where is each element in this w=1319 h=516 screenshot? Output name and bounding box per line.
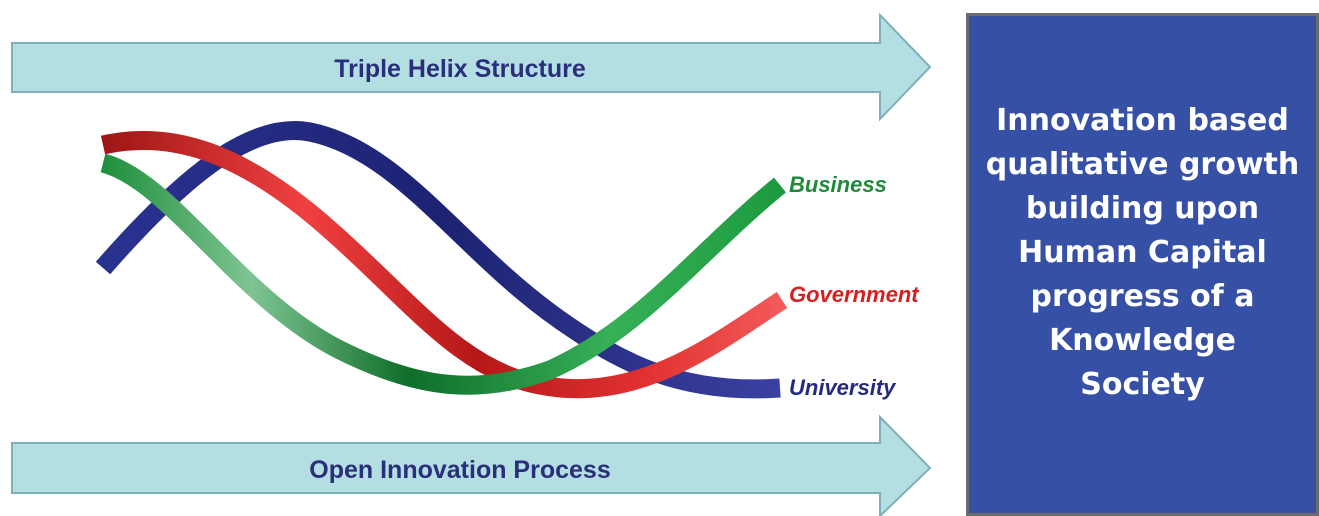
open-innovation-arrow: Open Innovation Process bbox=[11, 414, 932, 516]
helix-strands bbox=[95, 121, 788, 399]
university-label: University bbox=[789, 375, 897, 400]
government-strand bbox=[100, 130, 788, 399]
business-strand bbox=[100, 153, 786, 395]
university-strand bbox=[95, 121, 781, 399]
outcome-box: Innovation based qualitative growth buil… bbox=[966, 13, 1319, 516]
triple-helix-label: Triple Helix Structure bbox=[334, 55, 586, 83]
triple-helix-arrow: Triple Helix Structure bbox=[11, 12, 932, 122]
business-label: Business bbox=[789, 172, 887, 197]
open-innovation-label: Open Innovation Process bbox=[309, 456, 610, 484]
government-label: Government bbox=[789, 282, 920, 307]
outcome-text: Innovation based qualitative growth buil… bbox=[985, 102, 1300, 402]
